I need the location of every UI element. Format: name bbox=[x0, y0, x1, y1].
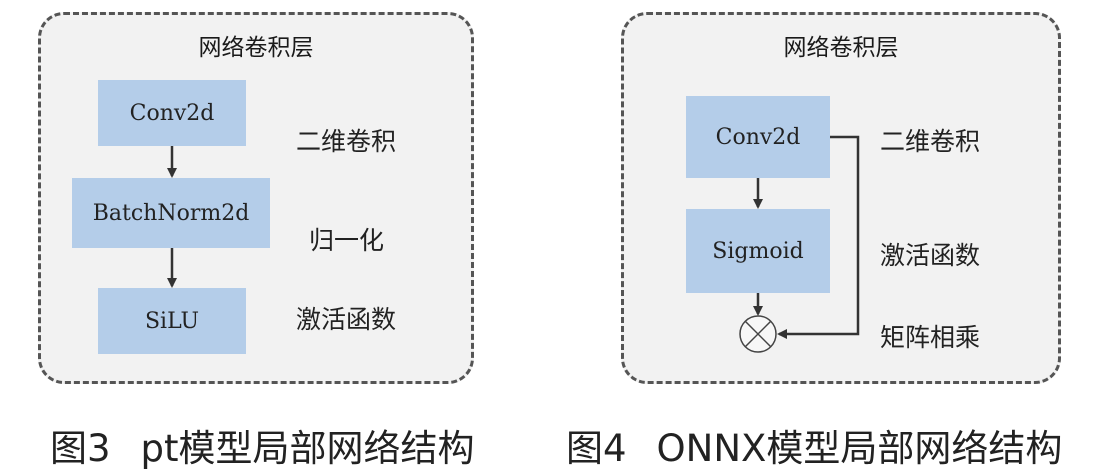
silu-box: SiLU bbox=[98, 288, 246, 354]
caption-right-text: ONNX模型局部网络结构 bbox=[656, 427, 1063, 470]
caption-left: 图3 pt模型局部网络结构 bbox=[50, 418, 475, 472]
label-normalization: 归一化 bbox=[309, 226, 385, 255]
right-panel-title: 网络卷积层 bbox=[783, 35, 899, 61]
batchnorm2d-box: BatchNorm2d bbox=[72, 178, 270, 248]
conv2d-box: Conv2d bbox=[98, 80, 246, 146]
left-panel-title: 网络卷积层 bbox=[198, 35, 314, 61]
arrow-skip-to-multiply bbox=[777, 135, 860, 339]
right-panel bbox=[621, 12, 1061, 384]
label-activation: 激活函数 bbox=[296, 305, 397, 334]
label-2d-convolution: 二维卷积 bbox=[296, 127, 397, 156]
conv2d-box-right: Conv2d bbox=[686, 96, 830, 178]
circled-times-icon bbox=[739, 315, 777, 353]
caption-left-text: pt模型局部网络结构 bbox=[140, 427, 475, 470]
caption-right-number: 图4 bbox=[566, 427, 627, 470]
caption-right: 图4 ONNX模型局部网络结构 bbox=[566, 418, 1062, 472]
label-activation-right: 激活函数 bbox=[880, 241, 981, 270]
label-2d-convolution-right: 二维卷积 bbox=[880, 127, 981, 156]
label-matrix-multiply: 矩阵相乘 bbox=[880, 323, 981, 352]
sigmoid-box: Sigmoid bbox=[686, 209, 830, 293]
caption-left-number: 图3 bbox=[50, 427, 111, 470]
